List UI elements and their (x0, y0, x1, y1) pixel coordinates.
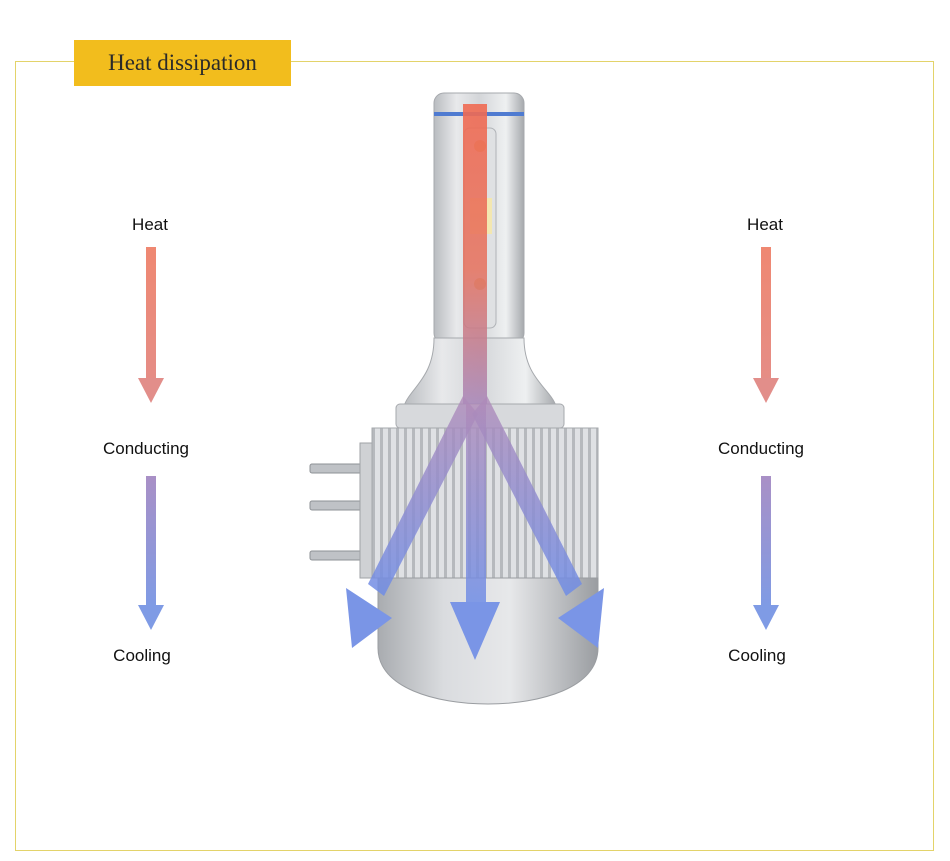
bulb-base (377, 577, 599, 705)
cooling-flow-left (368, 396, 478, 596)
right-conducting-label: Conducting (717, 439, 805, 458)
diagram-frame (15, 61, 934, 851)
led-bulb-illustration (309, 92, 604, 705)
cooling-flow-center (466, 404, 486, 604)
left-heat-arrow (138, 247, 164, 403)
cooling-flow-right (472, 396, 582, 596)
right-heat-arrow (753, 247, 779, 403)
left-cooling-label: Cooling (113, 646, 171, 665)
left-cooling-arrow (138, 476, 164, 630)
cooling-arrowhead-left (346, 588, 392, 648)
right-cooling-label: Cooling (728, 646, 786, 665)
right-heat-label: Heat (747, 215, 783, 234)
cooling-arrowhead-center (450, 602, 500, 660)
left-conducting-label: Conducting (102, 439, 190, 458)
title-badge: Heat dissipation (74, 40, 291, 86)
heat-flow-arrows (346, 104, 604, 660)
left-heat-label: Heat (132, 215, 168, 234)
heat-beam (463, 104, 487, 404)
page-title: Heat dissipation (108, 50, 257, 75)
right-cooling-arrow (753, 476, 779, 630)
cooling-arrowhead-right (558, 588, 604, 648)
connector-pins (309, 442, 377, 579)
